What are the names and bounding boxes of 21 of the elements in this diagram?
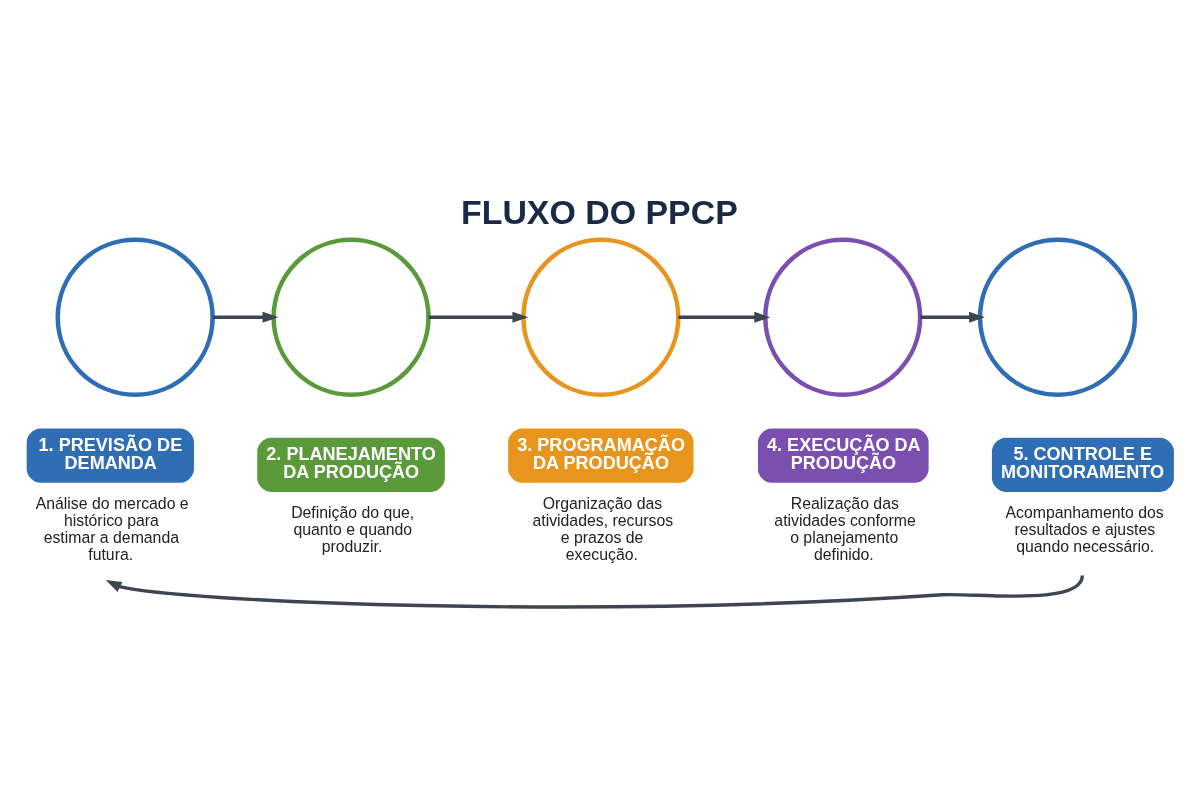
node-circle	[977, 237, 1138, 397]
node-box: 2. PLANEJAMENTO DA PRODUÇÃO	[257, 437, 445, 492]
node-label: Realização das atividades conforme o planejamento definido.	[774, 494, 916, 563]
arrow	[678, 311, 771, 323]
node-label: Organização das atividades, recursos e prazos de execução.	[532, 494, 674, 563]
node-label: Análise do mercado e histórico para estimar a demanda futura.	[35, 494, 189, 563]
node-box: 5. CONTROLE E MONITORAMENTO	[991, 437, 1174, 492]
node-label: Acompanhamento dos resultados e ajustes quando necessário.	[1005, 503, 1164, 555]
arrow	[212, 311, 279, 323]
diagram-title: FLUXO DO PPCP	[460, 192, 738, 231]
node-box: 3. PROGRAMAÇÃO DA PRODUÇÃO	[508, 428, 694, 483]
node-box: 1. PREVISÃO DE DEMANDA	[26, 428, 194, 483]
node-box: 4. EXECUÇÃO DA PRODUÇÃO	[757, 428, 929, 483]
node-circle	[763, 237, 923, 397]
arrow	[428, 311, 529, 323]
arrow	[920, 311, 985, 323]
node-label: Definição do que, quanto e quando produzir.	[291, 503, 415, 555]
node-circle	[521, 237, 681, 397]
node-circle	[271, 237, 431, 397]
arrow	[105, 574, 1084, 609]
node-circle	[55, 237, 215, 397]
